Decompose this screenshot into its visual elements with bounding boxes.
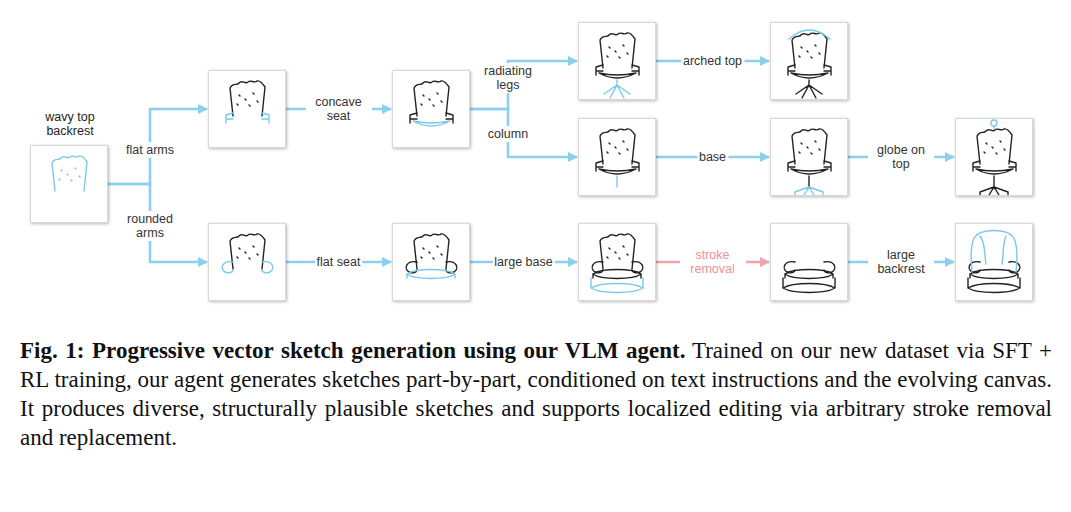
sketch-stroke [792, 33, 827, 68]
instruction-label: radiating legs [475, 63, 541, 93]
step-arrow [108, 184, 207, 262]
chair-sketch [579, 224, 655, 300]
chair-sketch [393, 71, 469, 147]
sketch-stroke [808, 176, 809, 187]
sketch-stroke [976, 169, 1013, 174]
sketch-stroke [791, 73, 828, 78]
step-arrow [470, 61, 577, 109]
instruction-label: arched top [681, 53, 744, 69]
chair-sketch [209, 224, 285, 300]
chair-sketch [31, 146, 107, 222]
sketch-stroke [414, 234, 449, 269]
sketch-panel [578, 22, 656, 100]
chair-sketch [393, 224, 469, 300]
sketch-panel [955, 223, 1033, 301]
sketch-stroke [52, 156, 87, 191]
sketch-stroke [977, 129, 1012, 164]
sketch-stroke [791, 169, 828, 174]
sketch-stroke [222, 262, 273, 273]
chair-sketch [209, 71, 285, 147]
sketch-stroke [783, 278, 835, 293]
step-arrow [108, 109, 207, 184]
sketch-stroke [795, 187, 823, 195]
sketch-stroke [616, 176, 617, 187]
sketch-panel [578, 118, 656, 196]
instruction-label: column [486, 126, 530, 142]
sketch-stroke [785, 270, 833, 279]
sketch-stroke [413, 121, 450, 126]
sketch-panel [392, 70, 470, 148]
sketch-stroke [968, 278, 1020, 293]
sketch-stroke [599, 169, 636, 174]
sketch-stroke [230, 81, 265, 116]
instruction-label: stroke removal [680, 247, 746, 277]
sketch-stroke [591, 278, 643, 293]
chair-sketch [771, 119, 847, 195]
sketch-panel [770, 22, 848, 100]
chair-sketch [771, 23, 847, 99]
instruction-label: flat arms [124, 142, 176, 158]
sketch-panel [770, 118, 848, 196]
instruction-label: concave seat [306, 94, 372, 124]
sketch-stroke [789, 30, 830, 39]
sketch-stroke [414, 81, 449, 116]
sketch-panel [578, 223, 656, 301]
chair-sketch [579, 23, 655, 99]
chair-sketch [956, 119, 1032, 195]
instruction-label: globe on top [868, 142, 934, 172]
instruction-label: rounded arms [117, 211, 183, 241]
sketch-stroke [792, 129, 827, 164]
sketch-panel: wavy top backrest [30, 145, 108, 223]
sketch-stroke [604, 80, 630, 98]
sketch-stroke [970, 270, 1018, 279]
sketch-stroke [993, 176, 994, 187]
sketch-stroke [796, 80, 822, 98]
instruction-label: flat seat [315, 254, 363, 270]
sketch-stroke [407, 270, 455, 279]
chair-sketch [771, 224, 847, 300]
sketch-stroke [971, 231, 1017, 273]
figure-caption: Fig. 1: Progressive vector sketch genera… [20, 336, 1052, 452]
step-arrow [470, 109, 577, 157]
sketch-stroke [980, 187, 1008, 195]
sketch-stroke [226, 113, 269, 123]
sketch-stroke [991, 120, 997, 129]
sketch-stroke [593, 270, 641, 279]
chair-sketch [579, 119, 655, 195]
caption-title: Fig. 1: Progressive vector sketch genera… [20, 338, 686, 363]
step-heading: wavy top backrest [40, 110, 100, 138]
sketch-stroke [600, 129, 635, 164]
instruction-label: large backrest [868, 247, 934, 277]
instruction-label: large base [492, 254, 554, 270]
sketch-panel [770, 223, 848, 301]
sketch-stroke [230, 234, 265, 269]
sketch-stroke [600, 33, 635, 68]
sketch-panel [392, 223, 470, 301]
sketch-panel [208, 223, 286, 301]
sketch-panel [208, 70, 286, 148]
chair-sketch [956, 224, 1032, 300]
sketch-panel [955, 118, 1033, 196]
sketch-stroke [600, 234, 635, 269]
instruction-label: base [697, 149, 728, 165]
sketch-stroke [599, 73, 636, 78]
